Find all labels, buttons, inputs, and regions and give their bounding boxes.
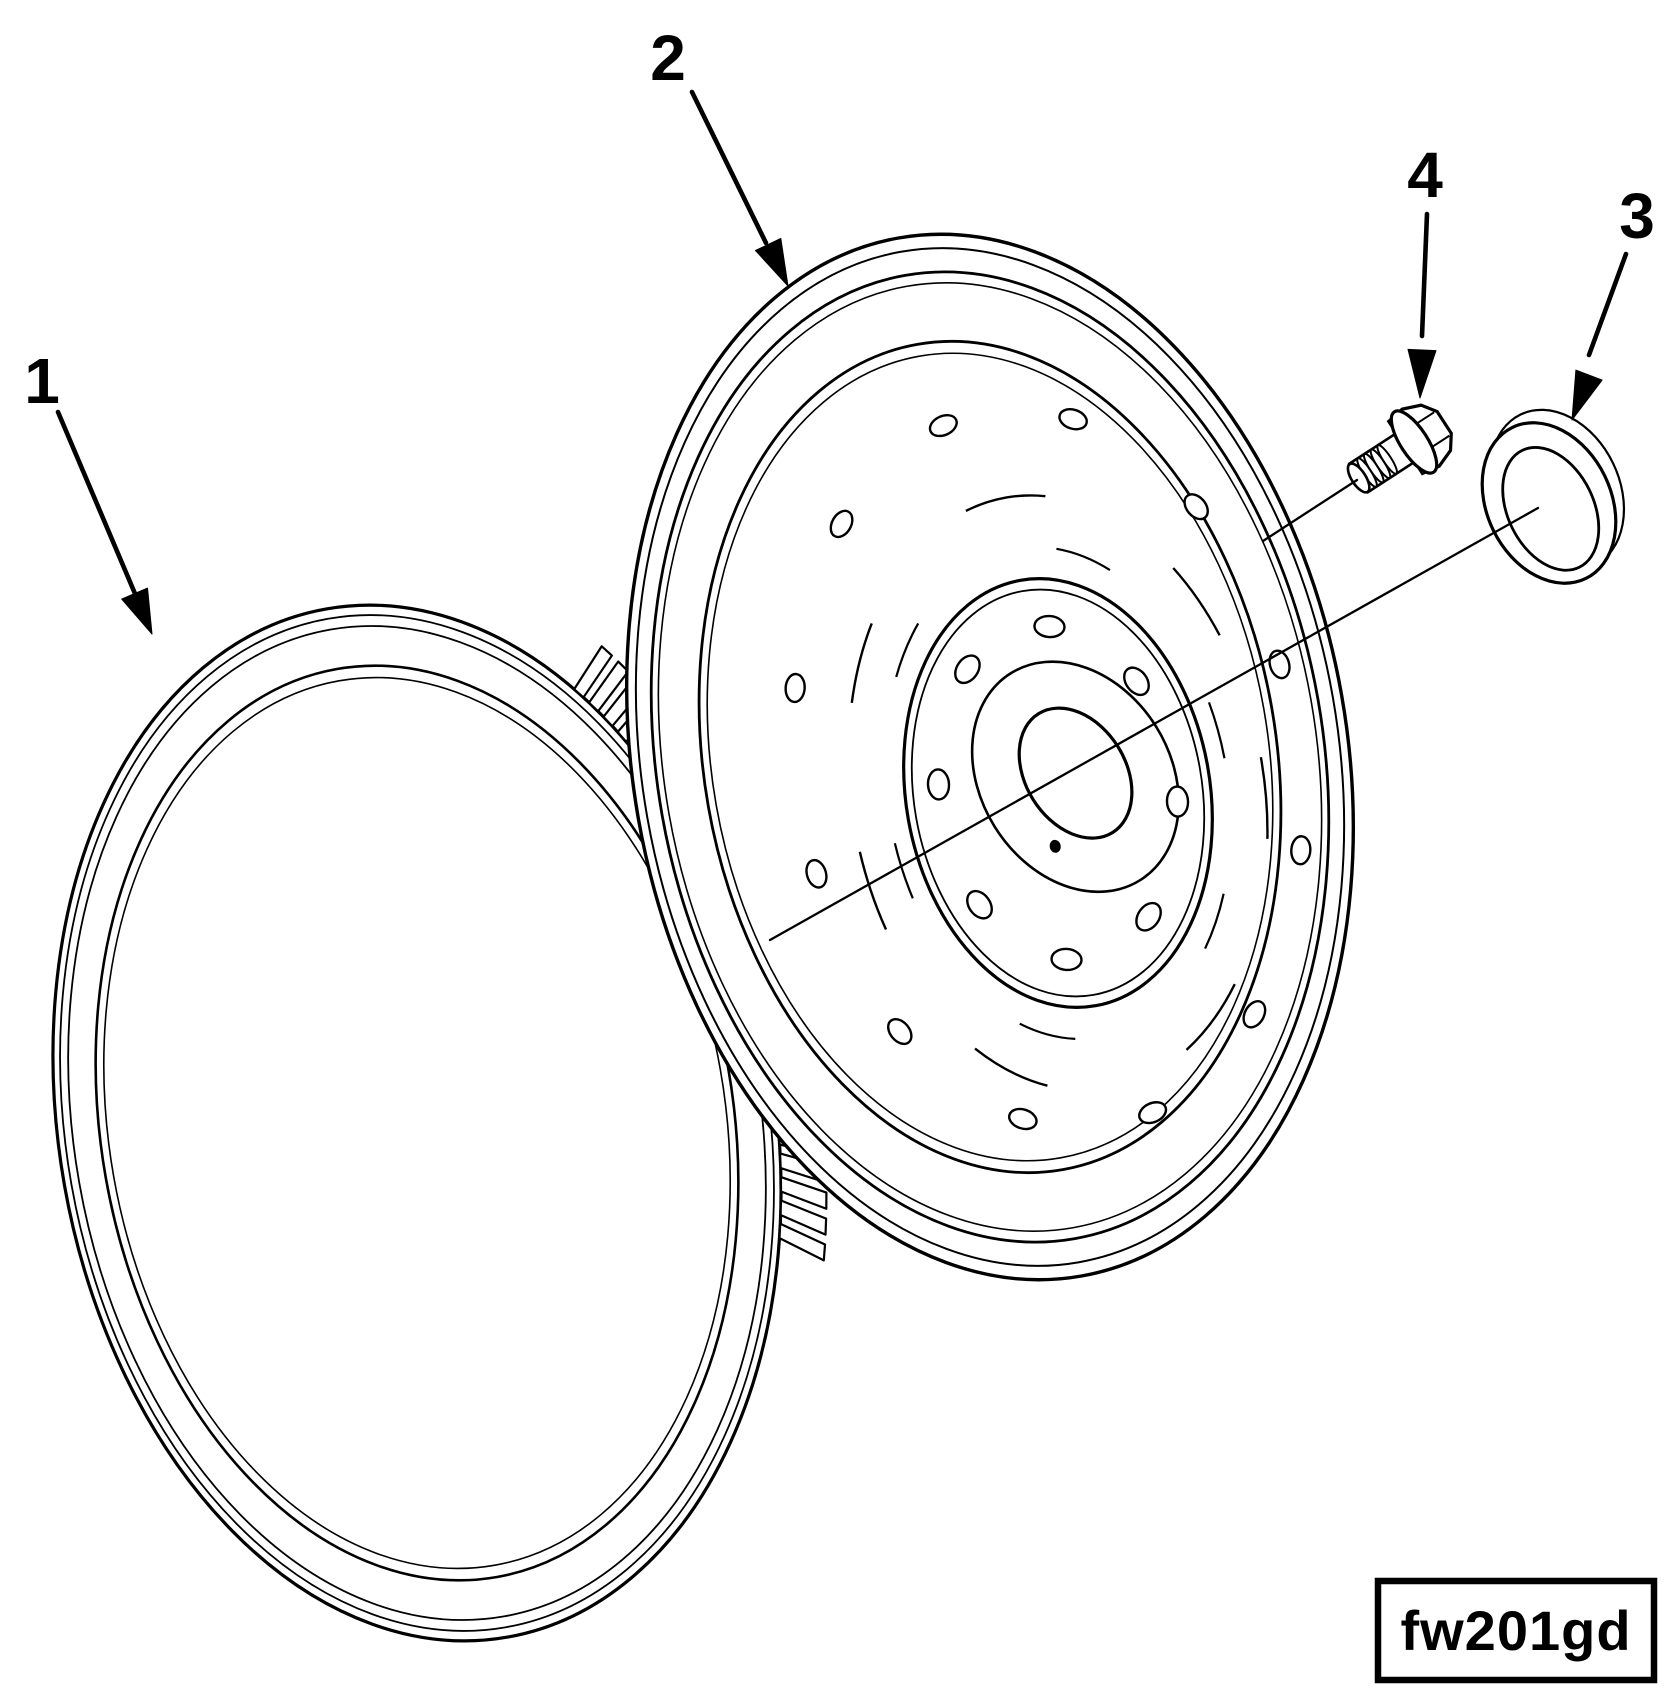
bolt-flange: [1389, 409, 1439, 475]
ring-gear-tooth: [573, 645, 613, 699]
flywheel-bolt-hole: [1138, 1101, 1168, 1125]
flywheel-bolt-hole: [805, 858, 828, 889]
hub-plateau-edge: [902, 577, 1214, 1009]
flywheel-rim-line-3: [649, 270, 1331, 1244]
hub-bolt-hole: [1033, 614, 1066, 639]
callout-1-arrowhead-icon: [121, 587, 153, 635]
callout-4-label: 4: [1407, 139, 1443, 211]
hub-bolt-hole: [926, 768, 951, 801]
ring-gear-tooth: [779, 1175, 828, 1210]
bushing-outer-face: [1480, 421, 1618, 585]
callout-3: 3: [1571, 180, 1655, 421]
flywheel-face-edge: [697, 339, 1283, 1175]
callout-2-label: 2: [650, 22, 686, 94]
hub-bolt-hole: [1165, 785, 1190, 818]
ring-gear-tooth: [778, 1222, 827, 1262]
callout-3-label: 3: [1619, 180, 1655, 252]
hub-bolt-hole: [954, 654, 981, 685]
figure-code-box: fw201gd: [1374, 1577, 1658, 1684]
hub-plateau-edge-2: [910, 588, 1206, 998]
callout-1: 1: [24, 345, 153, 635]
pilot-bushing: [1480, 408, 1626, 585]
callout-2: 2: [650, 22, 789, 287]
flywheel-bolt-hole: [1183, 493, 1209, 521]
hub-pilot-bore: [1017, 706, 1134, 840]
flywheel-bolt-hole: [784, 672, 806, 704]
hub-bolt-holes: [926, 614, 1190, 972]
callout-4: 4: [1407, 139, 1443, 399]
hub-center-boss: [970, 660, 1181, 894]
ring-gear-tooth: [779, 1199, 828, 1236]
hub-dowel-hole: [1049, 839, 1061, 853]
flywheel-bolt-hole: [928, 413, 958, 438]
hub-bolt-hole: [1050, 947, 1083, 972]
flywheel-hub: [847, 494, 1269, 1092]
figure-code-label: fw201gd: [1400, 1599, 1631, 1662]
flywheel-bolt-hole-circle: [784, 408, 1312, 1131]
flywheel-bolt-hole: [829, 509, 854, 539]
bolt: [1346, 403, 1453, 495]
flywheel: [625, 232, 1355, 1282]
flywheel-bolt-hole: [1058, 408, 1088, 431]
flywheel-face-edge-2: [706, 352, 1274, 1162]
callout-3-arrow-line: [1586, 251, 1629, 358]
bolt-leader-line: [1261, 478, 1359, 543]
callout-1-arrow-line: [55, 409, 139, 599]
hub-bolt-hole: [966, 889, 993, 920]
callout-2-arrowhead-icon: [755, 237, 789, 287]
hub-boss-edge: [970, 660, 1181, 894]
flywheel-bolt-hole: [1268, 649, 1291, 680]
flywheel-bolt-hole: [887, 1017, 913, 1046]
flywheel-bolt-hole: [1242, 1000, 1267, 1029]
figure-code-border: [1374, 1577, 1658, 1684]
hub-bolt-hole: [1135, 901, 1162, 932]
callout-4-arrow-line: [1419, 211, 1430, 339]
flywheel-rim-line-2: [634, 247, 1346, 1267]
flywheel-outer-rim: [625, 232, 1355, 1282]
callout-1-label: 1: [24, 345, 60, 417]
callout-4-arrowhead-icon: [1407, 348, 1437, 399]
callout-3-arrowhead-icon: [1571, 369, 1603, 421]
flywheel-bolt-hole: [1290, 835, 1312, 866]
bushing-bore: [1501, 446, 1601, 572]
callout-2-arrow-line: [689, 89, 769, 246]
pilot-bushing-leader-line: [768, 506, 1540, 942]
flywheel-bolt-hole: [1008, 1107, 1038, 1131]
hub-bolt-hole: [1123, 666, 1150, 697]
